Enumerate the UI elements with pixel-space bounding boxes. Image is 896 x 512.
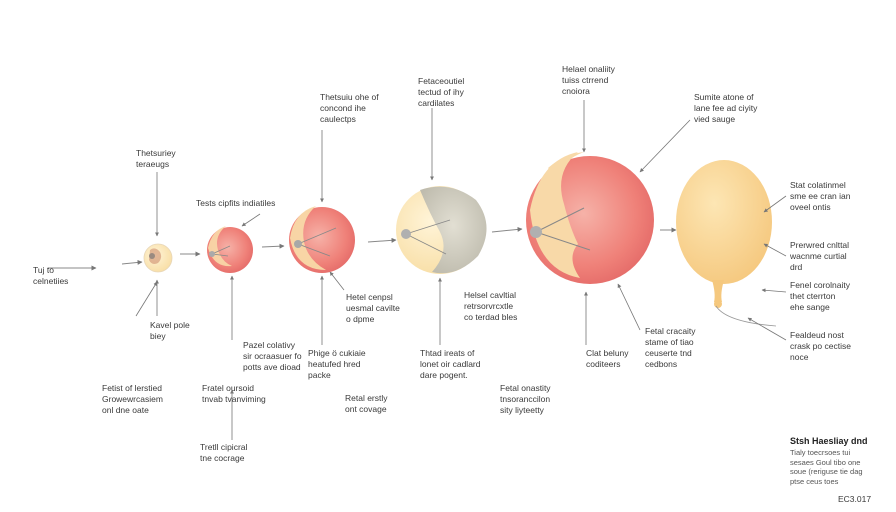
label-stage5-side: Fetal cracaity stame of tiao ceuserte tn… xyxy=(645,326,696,369)
flow-arrows xyxy=(48,226,677,271)
label-stage3-detail: Retal erstly ont covage xyxy=(345,393,388,414)
stage-4-embryo xyxy=(396,186,487,274)
label-start: Tuj to celnetiies xyxy=(33,265,69,286)
label-stage1-top: Thetsuriey teraeugs xyxy=(136,148,176,169)
stage-1-embryo xyxy=(143,243,173,273)
label-stage5-bottom: Clat beluny coditeers xyxy=(586,348,629,369)
label-stage6-upper: Stat colatinmel sme ee cran ian oveel on… xyxy=(790,180,851,212)
stage-5-embryo xyxy=(526,152,654,284)
label-stage2-top: Tests cipfits indiatiles xyxy=(196,198,276,208)
label-stage3-side: Hetel cenpsl uesmal cavilte o dpme xyxy=(346,292,400,324)
label-stage4-detail: Fetal onastity tnsoranccilon sity liytee… xyxy=(500,383,551,415)
label-stage4-side: Helsel cavltial retrsorvrcxtle co terdad… xyxy=(464,290,518,322)
label-stage6-lower: Fenel corolnaity thet cterrton ehe sange xyxy=(790,280,851,312)
stage-2-embryo xyxy=(207,226,253,273)
figure-code: EC3.017 xyxy=(838,494,872,504)
legend-body: Tialy toecrsoes tui sesaes Goul tibo one… xyxy=(790,448,863,486)
leader-lines xyxy=(135,100,787,440)
label-stage4-top: Fetaceoutiel tectud of ihy cardilates xyxy=(418,76,465,108)
label-stage2-cortical: Tretll cipicral tne cocrage xyxy=(200,442,248,463)
stage-6-yolk xyxy=(676,160,777,327)
label-stage3-bottom: Phige ö cukiaie heatufed hred packe xyxy=(308,348,366,380)
label-stage2-detail: Fratel oursoid tnvab tvanviming xyxy=(202,383,266,404)
label-stage6-middle: Prerwred cnlttal wacnme curtial drd xyxy=(790,240,850,272)
legend-title: Stsh Haesliay dnd xyxy=(790,436,868,446)
label-stage1-detail: Fetist of lerstied Growewrcasiem onl dne… xyxy=(102,383,163,415)
label-stage4-bottom: Thtad ireats of lonet oir cadlard dare p… xyxy=(420,348,481,380)
label-stage6-top: Sumite atone of lane fee ad ciyity vied … xyxy=(694,92,758,124)
label-stage6-stalk: Fealdeud nost crask po cectise noce xyxy=(790,330,851,362)
label-stage2-bottom: Pazel colativy sir ocraasuer fo potts av… xyxy=(243,340,302,372)
label-stage5-top: Helael onaliity tuiss ctrrend cnoiora xyxy=(562,64,615,96)
label-stage1-bottom: Kavel pole biey xyxy=(150,320,190,341)
stage-3-embryo xyxy=(289,206,355,273)
label-stage3-top: Thetsuiu ohe of concond ihe caulectps xyxy=(320,92,379,124)
